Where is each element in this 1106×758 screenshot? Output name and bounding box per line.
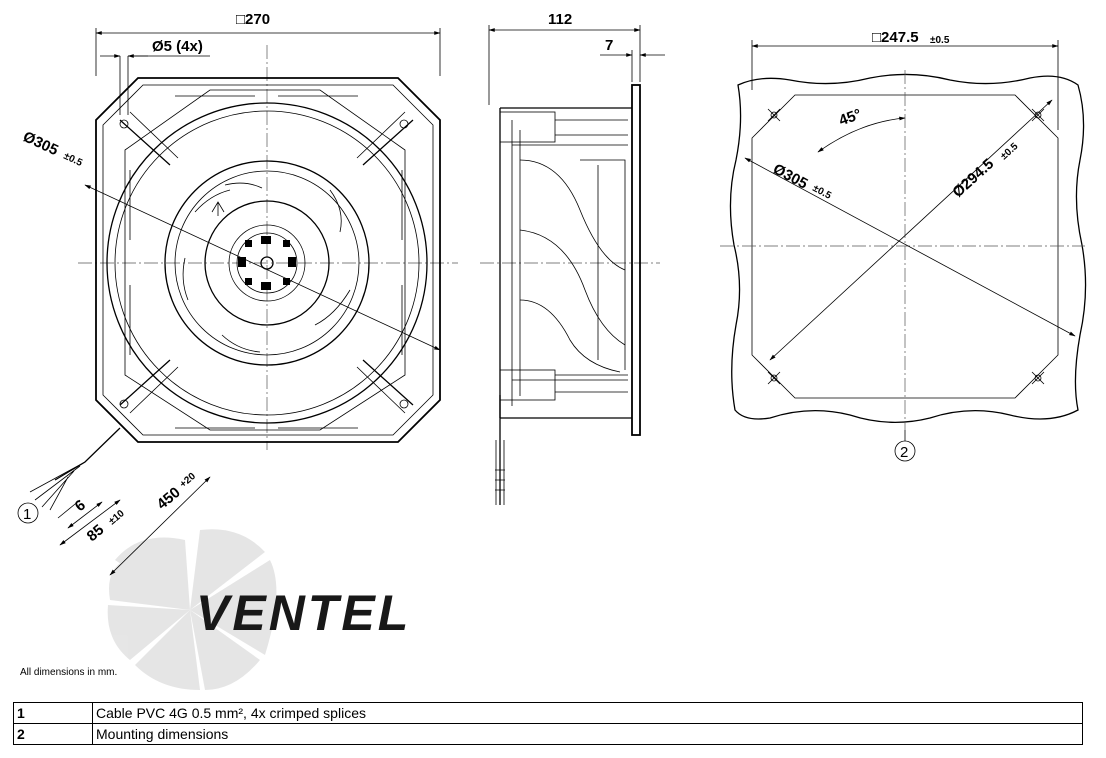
side-view: 112 7 [480,11,665,505]
mount-square-tol: ±0.5 [930,35,950,46]
front-view: □270 Ø5 (4x) Ø305 ±0.5 6 85 ±10 450 +20 … [17,11,458,576]
legend-row: 2 Mounting dimensions [13,723,1083,745]
legend-row: 1 Cable PVC 4G 0.5 mm², 4x crimped splic… [13,702,1083,724]
cable-450-dim: 450 [154,484,184,513]
outer-dia-tol: ±0.5 [62,151,85,169]
outer-dia-dim: Ø305 [20,128,60,159]
front-width-dim: □270 [236,11,270,28]
cable-85-tol: ±10 [107,508,127,527]
hole-dim: Ø5 (4x) [152,38,203,55]
strip-length-dim: 6 [72,497,89,515]
side-depth-dim: 112 [548,11,572,28]
ventel-logo: VENTEL [107,529,411,690]
legend-text: Mounting dimensions [92,723,1083,745]
side-flange-dim: 7 [605,37,613,54]
legend-text: Cable PVC 4G 0.5 mm², 4x crimped splices [92,702,1083,724]
mount-dia-294-tol: ±0.5 [999,141,1021,162]
cable-450-tol: +20 [178,471,198,491]
mount-square-dim: □247.5 [872,29,919,46]
mounting-view: 45° □247.5 ±0.5 Ø305 ±0.5 Ø294.5 ±0.5 2 [720,29,1087,462]
dimension-note: All dimensions in mm. [20,667,118,678]
legend-table: 1 Cable PVC 4G 0.5 mm², 4x crimped splic… [13,702,1083,745]
callout-2: 2 [900,444,908,461]
mount-dia-294-dim: Ø294.5 [949,155,997,201]
mount-dia-305-dim: Ø305 [770,161,810,193]
legend-number: 1 [13,702,93,724]
legend-number: 2 [13,723,93,745]
angle-dim: 45° [837,106,864,130]
callout-1: 1 [23,506,31,523]
logo-text: VENTEL [196,585,411,641]
